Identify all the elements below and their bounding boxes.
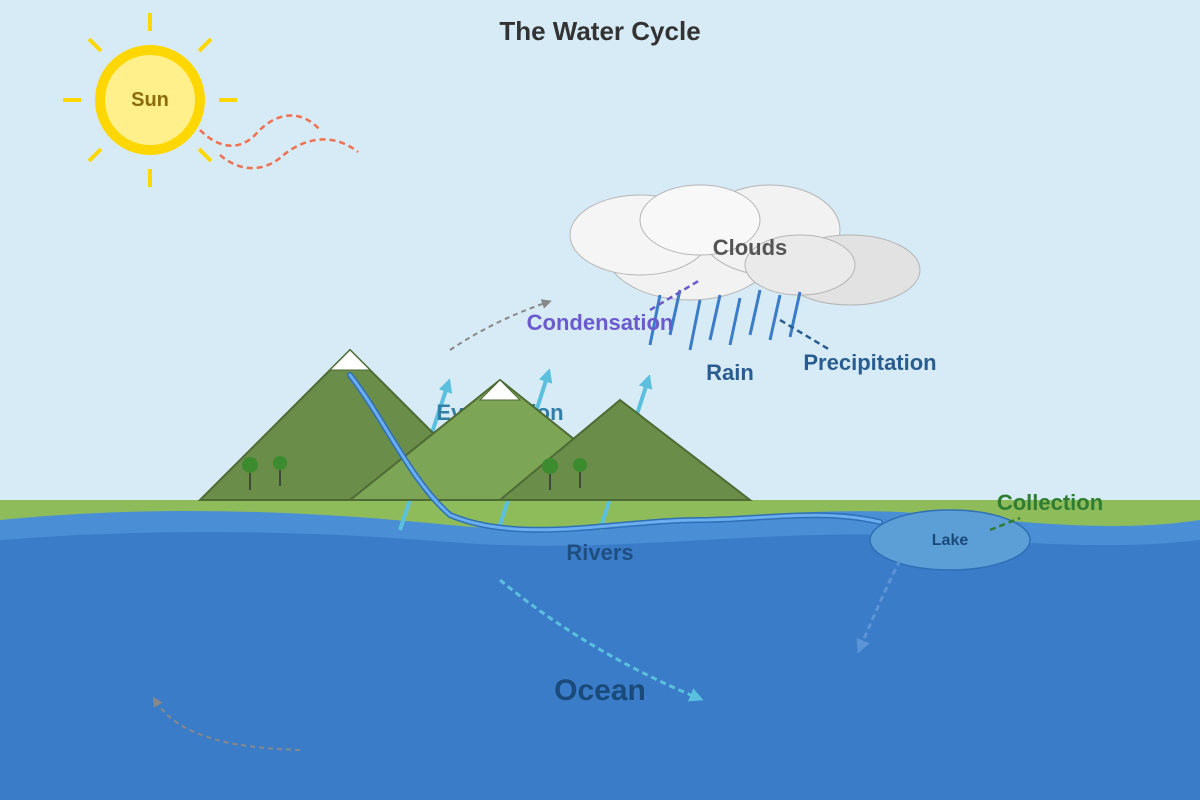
sun-label: Sun [131, 89, 169, 111]
lake-label: Lake [932, 532, 969, 549]
collection-pointer [989, 516, 1021, 532]
sun-rays [63, 13, 237, 187]
mountain-right [497, 398, 753, 501]
sun-icon [95, 45, 205, 155]
rivers-label: Rivers [566, 540, 633, 565]
snow-cap [478, 379, 522, 401]
ocean-label: Ocean [554, 674, 646, 707]
diagram-title: The Water Cycle [499, 16, 700, 46]
rain-streaks [648, 289, 802, 351]
collection-label: Collection [997, 490, 1103, 515]
condensation-label: Condensation [527, 310, 674, 335]
heat-waves [199, 114, 359, 170]
trees [242, 456, 587, 490]
rain-label: Rain [706, 360, 754, 385]
return-cycle-arrow [152, 696, 301, 751]
ocean [0, 531, 1200, 800]
tree [273, 456, 287, 486]
tree [242, 457, 258, 490]
precipitation-label: Precipitation [803, 350, 936, 375]
condensation-arrow [449, 299, 552, 351]
clouds: Clouds [569, 184, 921, 306]
river-to-ocean-arrow [499, 578, 704, 702]
river [347, 372, 883, 533]
lake [869, 509, 1031, 571]
cloud-puff [639, 184, 761, 256]
tree [573, 458, 587, 488]
tree [542, 458, 558, 490]
sun: Sun [63, 13, 237, 187]
snow-cap [328, 349, 372, 371]
clouds-label: Clouds [713, 235, 788, 260]
